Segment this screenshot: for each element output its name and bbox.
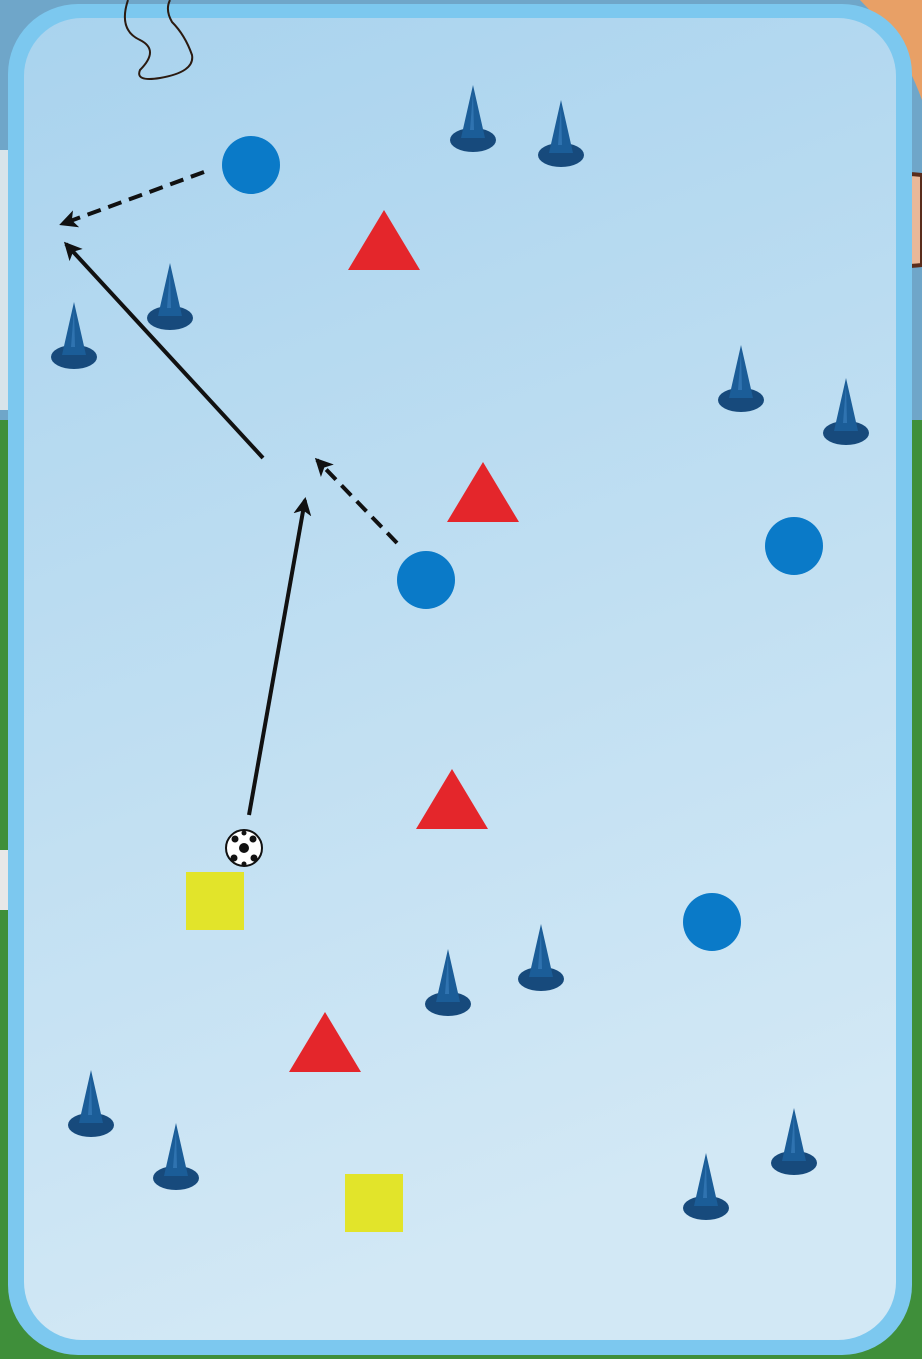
blue-player-circle-icon (683, 893, 741, 951)
blue-player-circle-icon (397, 551, 455, 609)
soccer-ball-icon (226, 830, 262, 867)
yellow-player-square-icon (186, 872, 244, 930)
blue-player-circle-icon (765, 517, 823, 575)
blue-player-circle-icon (222, 136, 280, 194)
yellow-player-square-icon (345, 1174, 403, 1232)
board-surface (24, 18, 896, 1340)
